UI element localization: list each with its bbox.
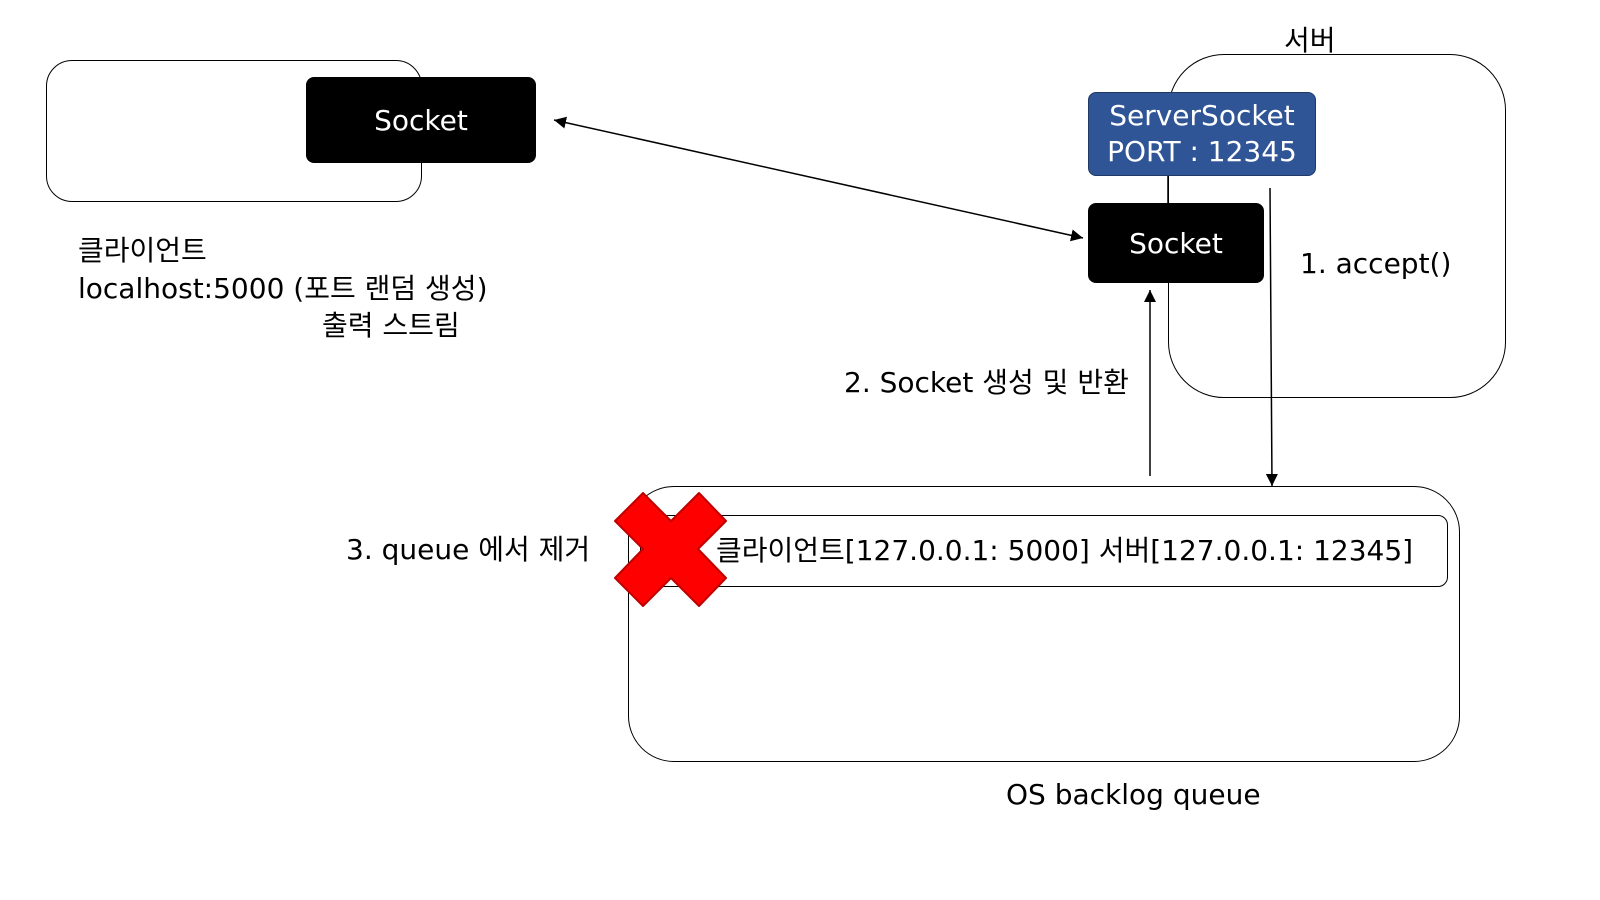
queue-entry (640, 515, 1448, 587)
step-accept: 1. accept() (1300, 247, 1452, 280)
server-socket-created: Socket (1088, 203, 1264, 283)
server-socket-name: ServerSocket (1109, 99, 1295, 132)
server-created-socket-label: Socket (1129, 226, 1223, 260)
step-create-return: 2. Socket 생성 및 반환 (844, 366, 1129, 399)
client-socket-label: Socket (374, 103, 468, 137)
server-title: 서버 (1284, 24, 1336, 57)
client-title: 클라이언트 (78, 234, 207, 267)
step-remove: 3. queue 에서 제거 (346, 533, 591, 566)
client-output-stream: 출력 스트림 (322, 309, 460, 342)
queue-entry-text: 클라이언트[127.0.0.1: 5000] 서버[127.0.0.1: 123… (716, 534, 1414, 567)
server-socket: ServerSocket PORT : 12345 (1088, 92, 1316, 176)
remove-x-icon (614, 492, 727, 607)
queue-label: OS backlog queue (1006, 778, 1261, 811)
accept-arrow (1265, 187, 1278, 487)
client-socket: Socket (306, 77, 536, 163)
socket-connection-arrow (553, 116, 1084, 242)
client-address: localhost:5000 (포트 랜덤 생성) (78, 272, 488, 305)
server-socket-port: PORT : 12345 (1107, 135, 1297, 168)
